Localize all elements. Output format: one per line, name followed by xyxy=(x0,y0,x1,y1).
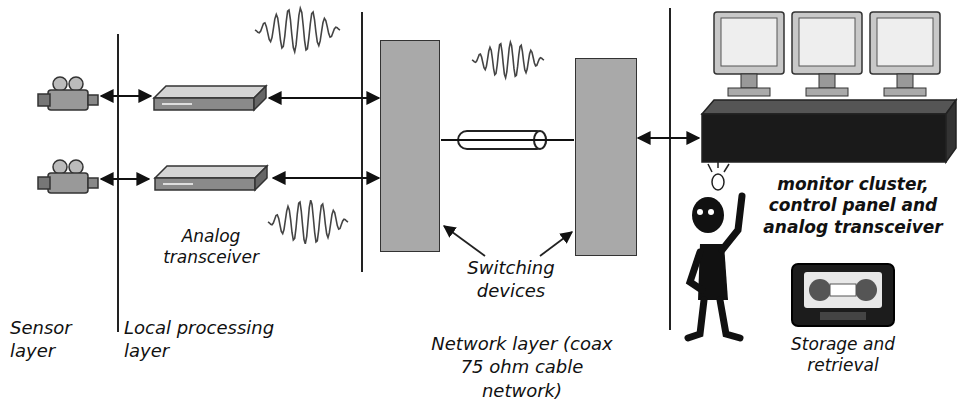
leader-arrow xyxy=(444,226,485,256)
transceiver-device xyxy=(152,84,268,112)
switching-device xyxy=(380,40,440,252)
node-caption: Analog transceiver xyxy=(150,226,272,269)
layer-label: Network layer (coax 75 ohm cable network… xyxy=(424,332,620,402)
coax-link xyxy=(441,139,574,141)
layer-label: Local processing layer xyxy=(124,316,289,363)
signal-arrow xyxy=(273,177,379,179)
wave-symbol xyxy=(255,8,340,52)
person-figure xyxy=(688,158,742,338)
monitor-cluster: monitor cluster, control panel and analo… xyxy=(700,8,958,238)
signal-arrow xyxy=(101,95,151,97)
monitor-console xyxy=(700,8,958,166)
signal-arrow xyxy=(269,97,379,99)
wave-symbol xyxy=(268,200,348,244)
vhs-tape xyxy=(790,262,896,328)
layer-label: Switching devices xyxy=(452,256,570,303)
signal-arrow xyxy=(638,137,699,139)
camera xyxy=(36,158,100,200)
camera-icon xyxy=(36,158,100,200)
layer-divider xyxy=(669,8,671,330)
wave-symbol xyxy=(472,42,544,78)
camera-icon xyxy=(36,75,100,117)
transceiver: Analog transceiver xyxy=(150,164,272,269)
transceiver xyxy=(152,84,268,112)
transceiver-device xyxy=(153,164,269,192)
camera xyxy=(36,75,100,117)
layer-divider xyxy=(117,34,119,332)
layer-divider xyxy=(361,12,363,272)
node-caption: monitor cluster, control panel and analo… xyxy=(700,174,958,238)
storage-tape: Storage and retrieval xyxy=(772,262,914,377)
switching-device xyxy=(575,58,637,256)
leader-arrow xyxy=(540,232,572,256)
signal-arrow xyxy=(101,178,149,180)
node-caption: Storage and retrieval xyxy=(772,334,914,377)
layer-label: Sensor layer xyxy=(10,316,110,363)
